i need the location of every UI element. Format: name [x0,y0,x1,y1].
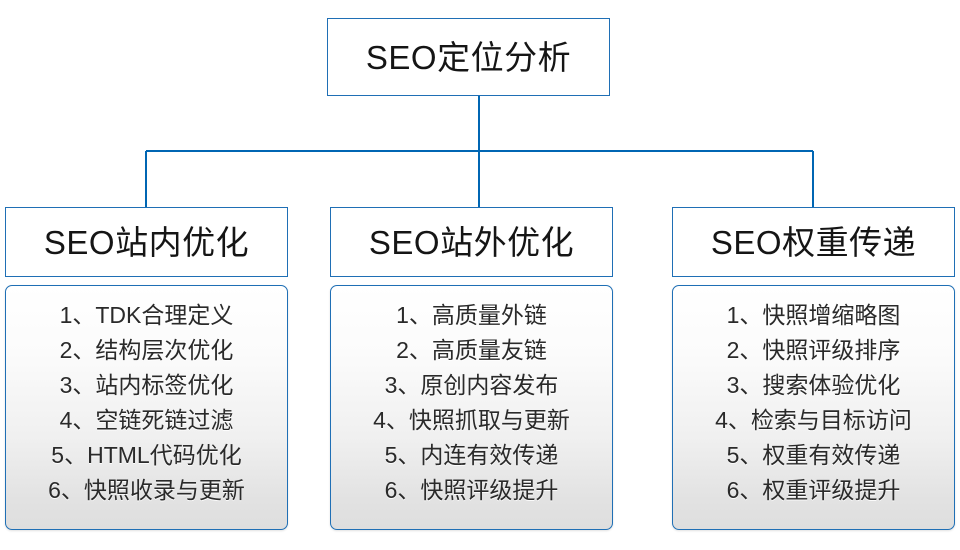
list-item: 3、站内标签优化 [59,372,234,398]
branch-header-seo-onsite[interactable]: SEO站内优化 [5,207,288,277]
list-item: 2、快照评级排序 [726,337,901,363]
branch-header-seo-offsite[interactable]: SEO站外优化 [330,207,613,277]
list-item: 5、权重有效传递 [726,442,901,468]
list-item: 6、权重评级提升 [726,477,901,503]
root-node-label: SEO定位分析 [365,38,572,76]
list-item: 3、原创内容发布 [384,372,559,398]
branch-header-label: SEO权重传递 [710,223,917,261]
list-item: 4、检索与目标访问 [715,407,912,433]
list-item: 2、结构层次优化 [59,337,234,363]
branch-header-seo-weight[interactable]: SEO权重传递 [672,207,955,277]
branch-list-seo-weight: 1、快照增缩略图 2、快照评级排序 3、搜索体验优化 4、检索与目标访问 5、权… [673,298,954,508]
branch-body-seo-onsite: 1、TDK合理定义 2、结构层次优化 3、站内标签优化 4、空链死链过滤 5、H… [5,285,288,530]
branch-list-seo-onsite: 1、TDK合理定义 2、结构层次优化 3、站内标签优化 4、空链死链过滤 5、H… [6,298,287,508]
list-item: 1、高质量外链 [396,302,547,328]
list-item: 2、高质量友链 [396,337,547,363]
list-item: 4、快照抓取与更新 [373,407,570,433]
branch-column-seo-weight: SEO权重传递 1、快照增缩略图 2、快照评级排序 3、搜索体验优化 4、检索与… [672,207,955,530]
branch-header-label: SEO站外优化 [368,223,575,261]
list-item: 6、快照收录与更新 [48,477,245,503]
list-item: 5、HTML代码优化 [51,442,242,468]
branch-body-seo-weight: 1、快照增缩略图 2、快照评级排序 3、搜索体验优化 4、检索与目标访问 5、权… [672,285,955,530]
branch-header-label: SEO站内优化 [43,223,250,261]
branch-column-seo-offsite: SEO站外优化 1、高质量外链 2、高质量友链 3、原创内容发布 4、快照抓取与… [330,207,613,530]
list-item: 1、快照增缩略图 [726,302,901,328]
branch-column-seo-onsite: SEO站内优化 1、TDK合理定义 2、结构层次优化 3、站内标签优化 4、空链… [5,207,288,530]
branch-list-seo-offsite: 1、高质量外链 2、高质量友链 3、原创内容发布 4、快照抓取与更新 5、内连有… [331,298,612,508]
list-item: 1、TDK合理定义 [59,302,234,328]
branch-body-seo-offsite: 1、高质量外链 2、高质量友链 3、原创内容发布 4、快照抓取与更新 5、内连有… [330,285,613,530]
list-item: 5、内连有效传递 [384,442,559,468]
list-item: 4、空链死链过滤 [59,407,234,433]
list-item: 3、搜索体验优化 [726,372,901,398]
list-item: 6、快照评级提升 [384,477,559,503]
root-node[interactable]: SEO定位分析 [327,18,610,96]
